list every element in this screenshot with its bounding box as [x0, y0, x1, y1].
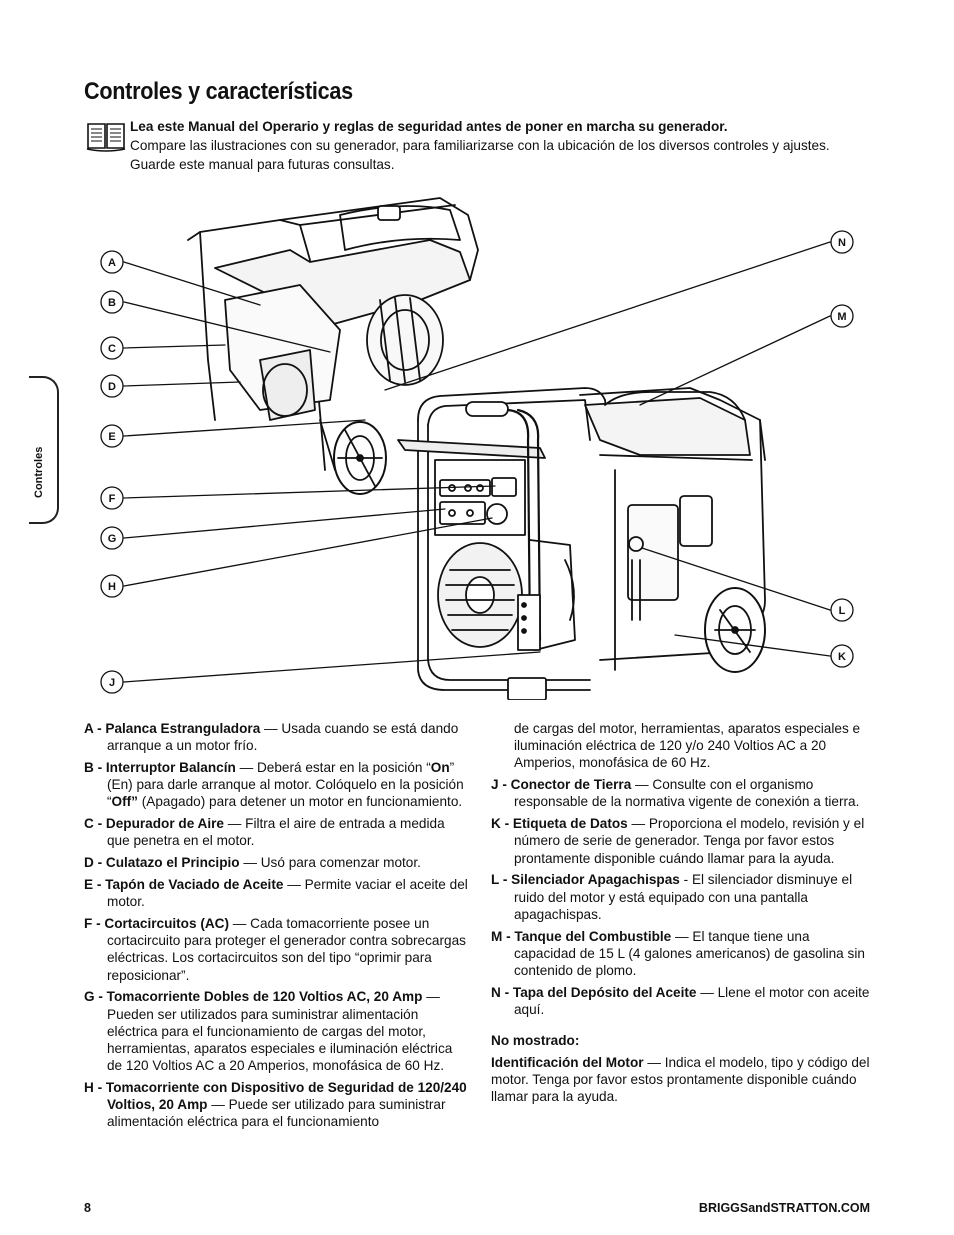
- svg-text:J: J: [109, 677, 115, 689]
- svg-text:B: B: [108, 297, 116, 309]
- legend-item-g: G - Tomacorriente Dobles de 120 Voltios …: [84, 989, 453, 1074]
- page-number: 8: [84, 1201, 91, 1215]
- svg-text:L: L: [839, 605, 846, 617]
- svg-text:A: A: [108, 257, 116, 269]
- intro-line-keep: Guarde este manual para futuras consulta…: [130, 157, 395, 172]
- legend-item-engine-id: Identificación del Motor — Indica el mod…: [491, 1055, 870, 1105]
- svg-text:N: N: [838, 237, 846, 249]
- legend-item-j: J - Conector de Tierra — Consulte con el…: [491, 777, 860, 810]
- intro-warning: Lea este Manual del Operario y reglas de…: [130, 119, 728, 134]
- legend-item-d: D - Culatazo el Principio — Usó para com…: [84, 855, 421, 871]
- legend-right-column: de cargas del motor, herramientas, apara…: [491, 720, 871, 1106]
- svg-text:D: D: [108, 381, 116, 393]
- svg-text:C: C: [108, 343, 116, 355]
- callout-k: K: [830, 644, 854, 668]
- front-generator-drawing: [397, 387, 766, 700]
- callout-e: E: [100, 424, 124, 448]
- legend-item-a: A - Palanca Estranguladora — Usada cuand…: [84, 721, 459, 754]
- legend-item-l: L - Silenciador Apagachispas - El silenc…: [491, 872, 853, 922]
- legend-item-c: C - Depurador de Aire — Filtra el aire d…: [84, 816, 445, 849]
- website-link[interactable]: BRIGGSandSTRATTON.COM: [698, 1201, 870, 1215]
- legend-item-e: E - Tapón de Vaciado de Aceite — Permite…: [84, 877, 468, 910]
- rear-generator-drawing: [187, 197, 479, 495]
- legend-item-h-continued: de cargas del motor, herramientas, apara…: [514, 721, 861, 771]
- callout-m: M: [830, 304, 854, 328]
- legend-item-n: N - Tapa del Depósito del Aceite — Llene…: [491, 984, 870, 1018]
- intro-line-compare: Compare las ilustraciones con su generad…: [130, 138, 830, 153]
- legend-item-k: K - Etiqueta de Datos — Proporciona el m…: [491, 816, 865, 866]
- callout-b: B: [100, 290, 124, 314]
- callout-d: D: [100, 374, 124, 398]
- callout-leader-lines: [123, 241, 831, 683]
- not-shown-heading: No mostrado:: [491, 1033, 580, 1049]
- svg-text:F: F: [109, 493, 116, 505]
- generator-illustration: A B C D E F G H J N M L K: [100, 197, 854, 700]
- callout-h: H: [100, 574, 124, 598]
- page-title: Controles y características: [84, 78, 353, 105]
- callout-f: F: [100, 486, 124, 510]
- callout-c: C: [100, 336, 124, 360]
- svg-text:M: M: [837, 311, 846, 323]
- callout-a: A: [100, 250, 124, 274]
- callout-g: G: [100, 526, 124, 550]
- svg-text:G: G: [108, 533, 117, 545]
- svg-text:H: H: [108, 581, 116, 593]
- callout-n: N: [830, 230, 854, 254]
- intro-text: Lea este Manual del Operario y reglas de…: [130, 117, 890, 174]
- callout-j: J: [100, 670, 124, 694]
- svg-text:K: K: [838, 651, 846, 663]
- callout-l: L: [830, 598, 854, 622]
- legend-item-h: H - Tomacorriente con Dispositivo de Seg…: [84, 1080, 467, 1130]
- legend-item-m: M - Tanque del Combustible — El tanque t…: [491, 928, 865, 979]
- legend-item-f: F - Cortacircuitos (AC) — Cada tomacorri…: [84, 916, 466, 983]
- legend-left-column: A - Palanca Estranguladora — Usada cuand…: [84, 720, 468, 1135]
- legend-item-b: B - Interruptor Balancín — Deberá estar …: [84, 760, 464, 810]
- book-icon: [86, 123, 126, 152]
- svg-text:E: E: [108, 431, 115, 443]
- section-side-tab: Controles: [29, 376, 59, 524]
